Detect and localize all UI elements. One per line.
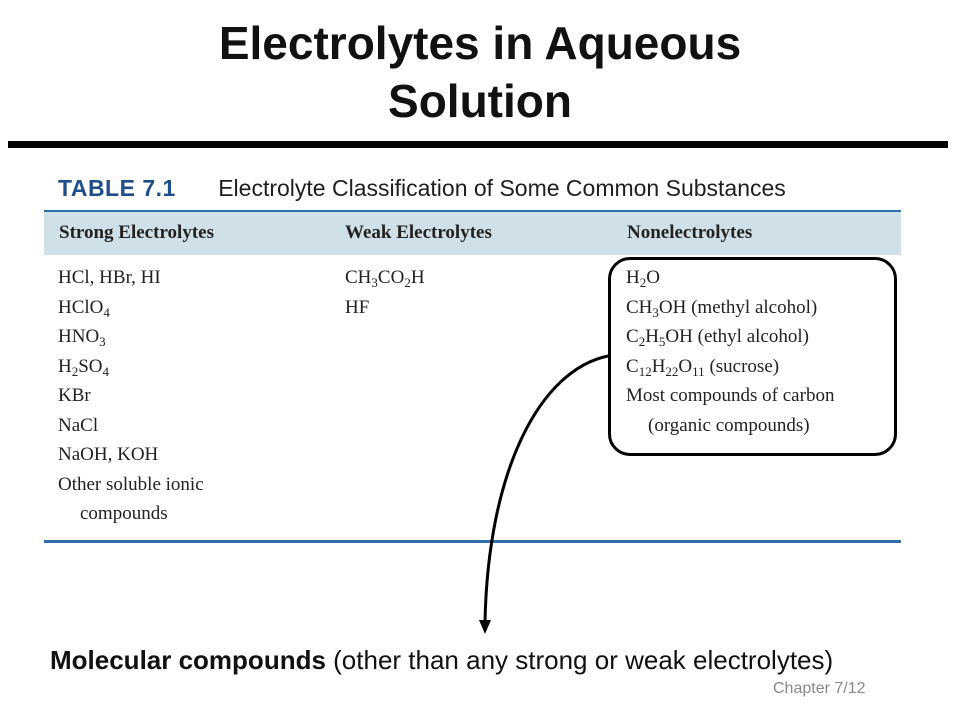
note-rest: (other than any strong or weak electroly… (325, 645, 834, 675)
table-cell: CH3OH (methyl alcohol) (626, 296, 818, 320)
table-cell: KBr (58, 385, 91, 406)
table-cell: (organic compounds) (648, 414, 810, 436)
table-cell: HClO4 (58, 296, 110, 320)
table-cell: CH3CO2H (345, 267, 425, 290)
table-cell: Other soluble ionic (58, 473, 204, 495)
note-bold: Molecular compounds (50, 645, 326, 675)
column-strong: HCl, HBr, HI HClO4 HNO3 H2SO4 KBr NaCl N… (58, 263, 204, 529)
table-label: TABLE 7.1 (58, 175, 176, 201)
table-cell: NaOH, KOH (58, 444, 159, 465)
header-weak: Weak Electrolytes (345, 222, 492, 243)
slide-title: Electrolytes in Aqueous Solution (0, 14, 960, 130)
column-weak: CH3CO2H HF (345, 263, 425, 322)
table-cell: C2H5OH (ethyl alcohol) (626, 326, 809, 349)
header-non: Nonelectrolytes (627, 222, 753, 243)
header-strong: Strong Electrolytes (59, 222, 214, 243)
table-caption: TABLE 7.1 Electrolyte Classification of … (58, 170, 786, 206)
table-cell: NaCl (58, 414, 99, 436)
title-divider (8, 141, 948, 148)
nonelectrolytes-highlight-box (608, 257, 897, 456)
arrow-head-icon (479, 620, 491, 634)
title-line-1: Electrolytes in Aqueous (218, 17, 742, 69)
page-number: Chapter 7/12 (773, 680, 866, 697)
table-cell: HNO3 (58, 326, 106, 349)
molecular-compounds-note: Molecular compounds (other than any stro… (50, 642, 870, 678)
table-cell: HCl, HBr, HI (58, 267, 161, 288)
table-caption-text: Electrolyte Classification of Some Commo… (218, 175, 786, 201)
table-cell: compounds (80, 503, 168, 524)
table-bottom-rule (44, 540, 901, 543)
column-non: H2O CH3OH (methyl alcohol) C2H5OH (ethyl… (626, 263, 834, 440)
title-line-2: Solution (388, 75, 572, 127)
table-cell: HF (345, 296, 370, 318)
table-cell: H2SO4 (58, 355, 110, 379)
arrow-curve (483, 354, 609, 623)
table-cell: C12H22O11 (sucrose) (626, 355, 780, 379)
table-cell: Most compounds of carbon (626, 385, 835, 406)
table-header: Strong Electrolytes Weak Electrolytes No… (44, 210, 901, 255)
